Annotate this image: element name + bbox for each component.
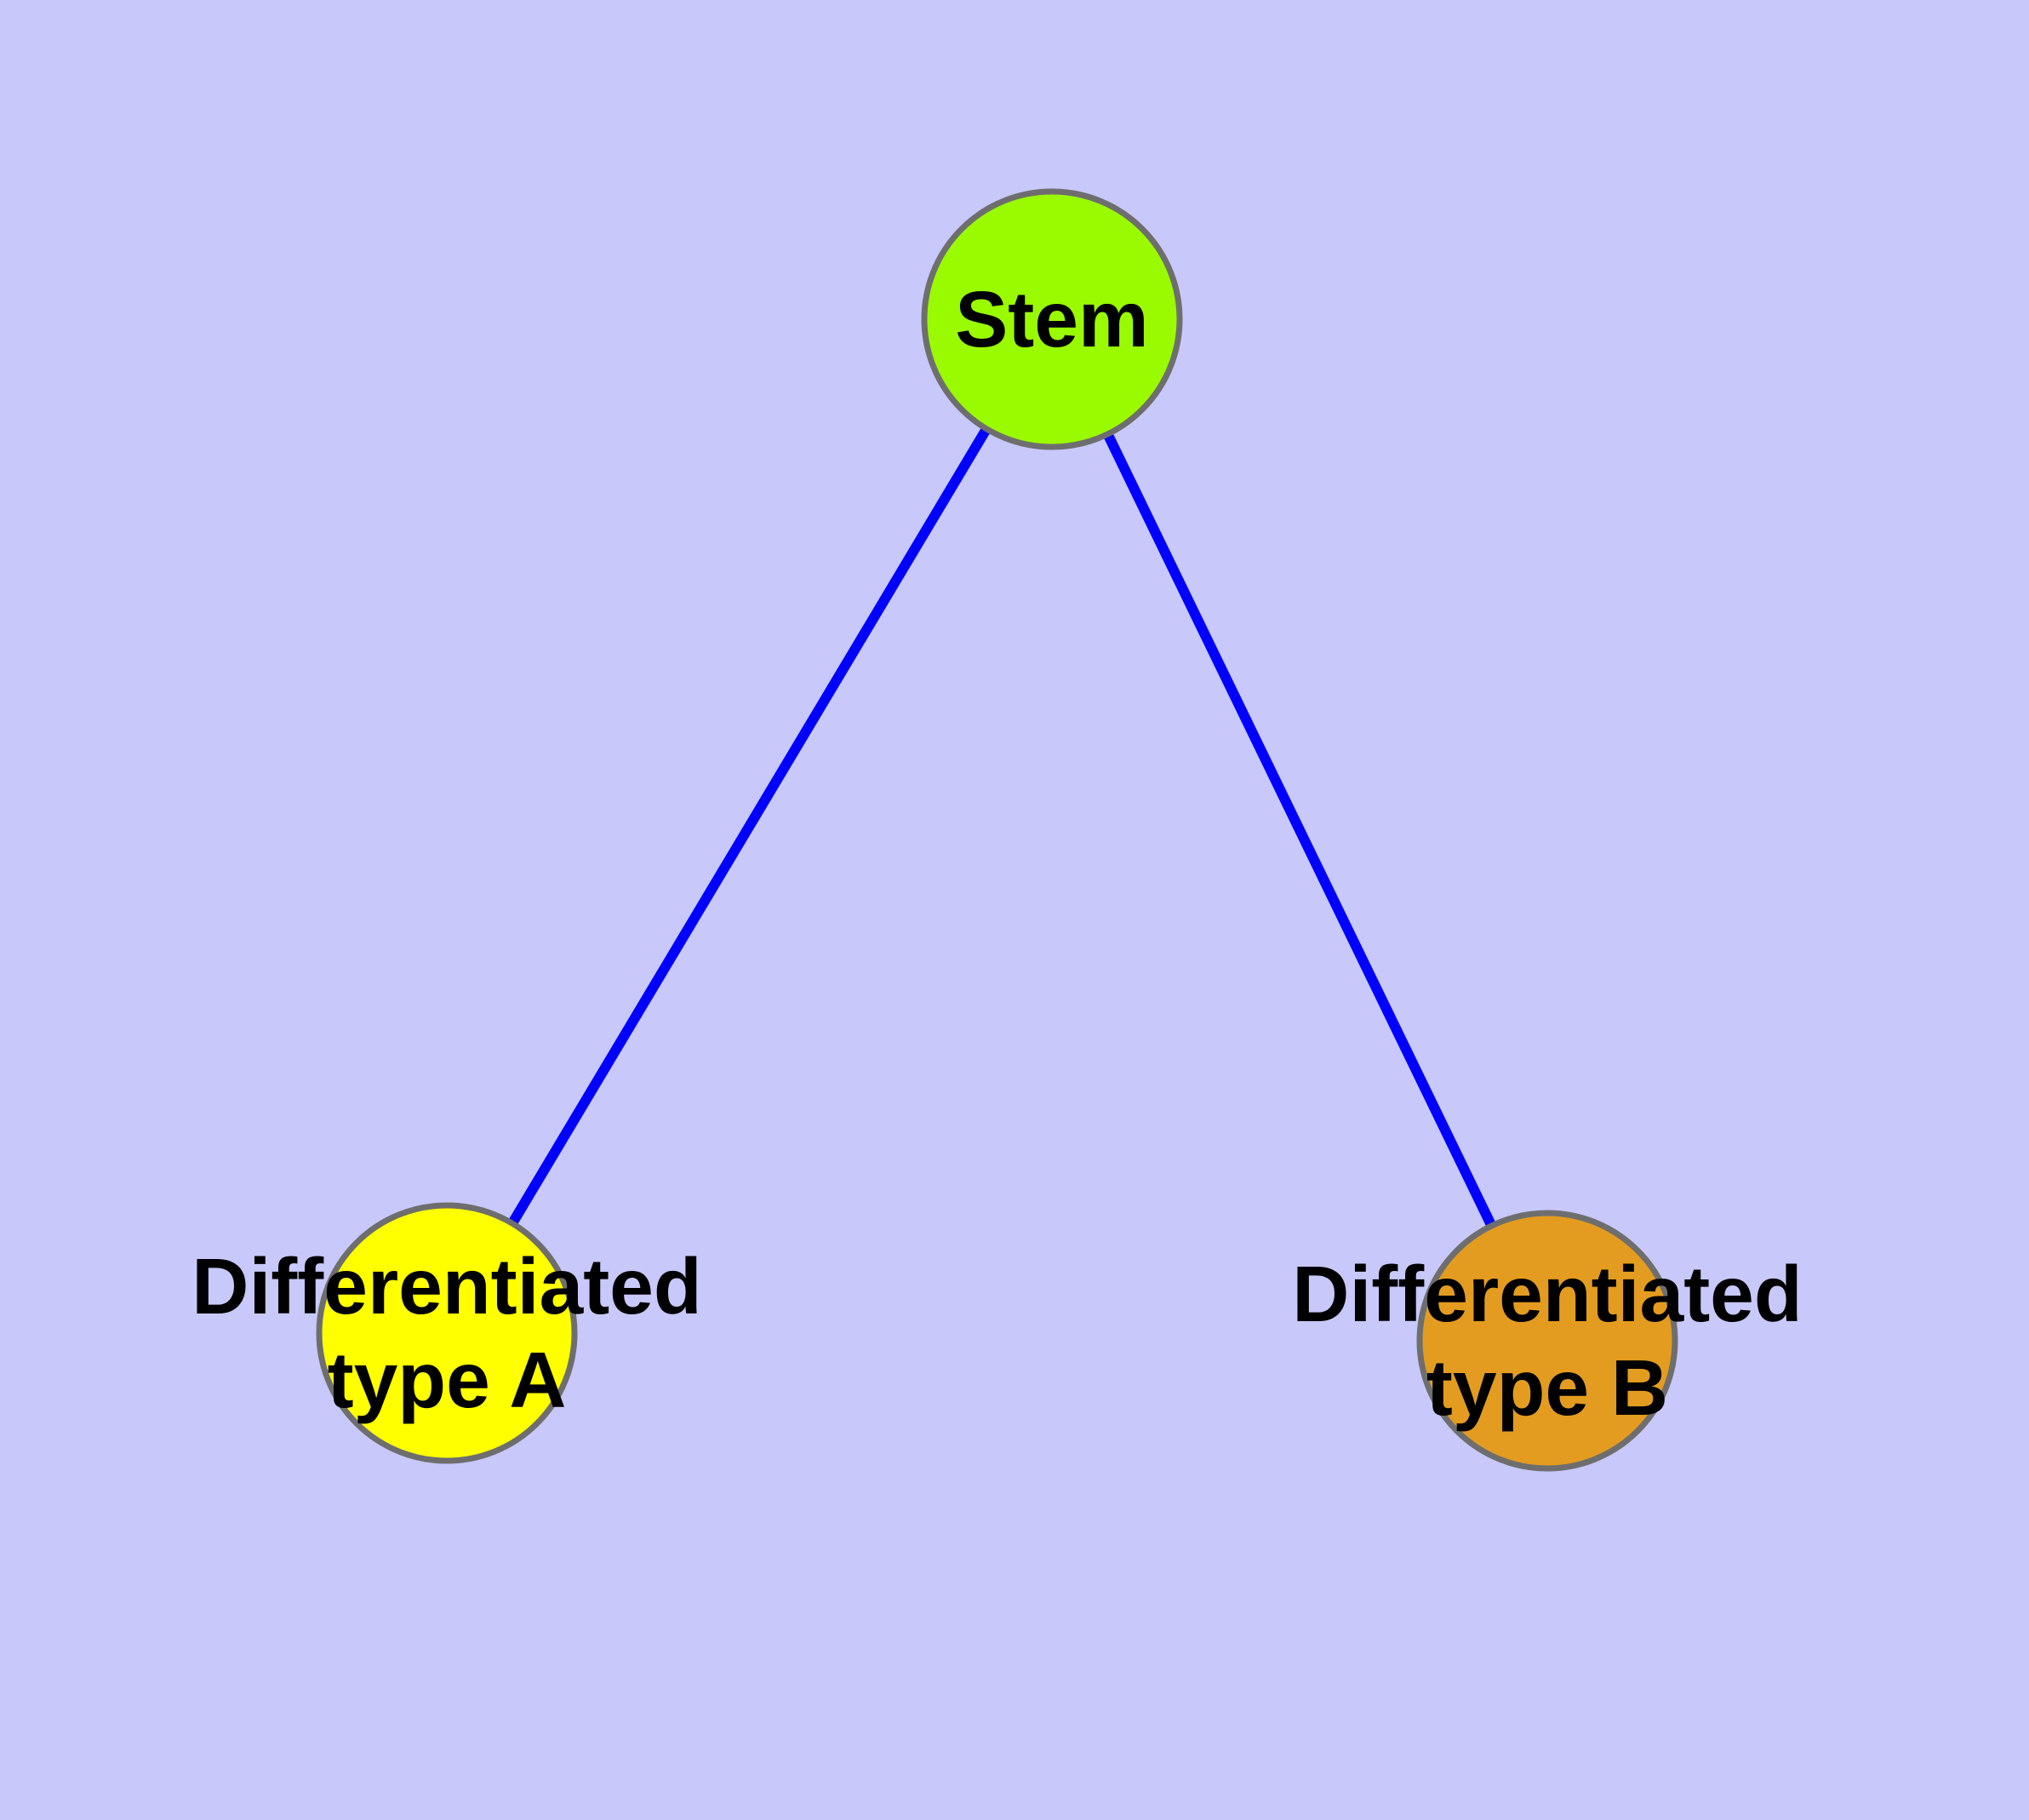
node-diff-b-label-line: Differentiated [1292, 1250, 1802, 1338]
node-stem-label-line: Stem [955, 275, 1148, 363]
edges-layer [442, 316, 1552, 1343]
node-diff-a-circle [316, 1202, 578, 1464]
node-diff-b-circle [1416, 1210, 1678, 1472]
edge-stem-diff-b [1047, 317, 1552, 1343]
node-stem-circle [921, 188, 1183, 450]
nodes-layer [316, 188, 1678, 1472]
node-diff-b-label-line: type B [1426, 1343, 1668, 1432]
edge-stem-diff-a [442, 316, 1057, 1336]
node-diff-a-label-line: type A [328, 1336, 567, 1424]
node-diff-a-label-line: Differentiated [191, 1242, 701, 1331]
node-stem-label: Stem [955, 275, 1148, 363]
